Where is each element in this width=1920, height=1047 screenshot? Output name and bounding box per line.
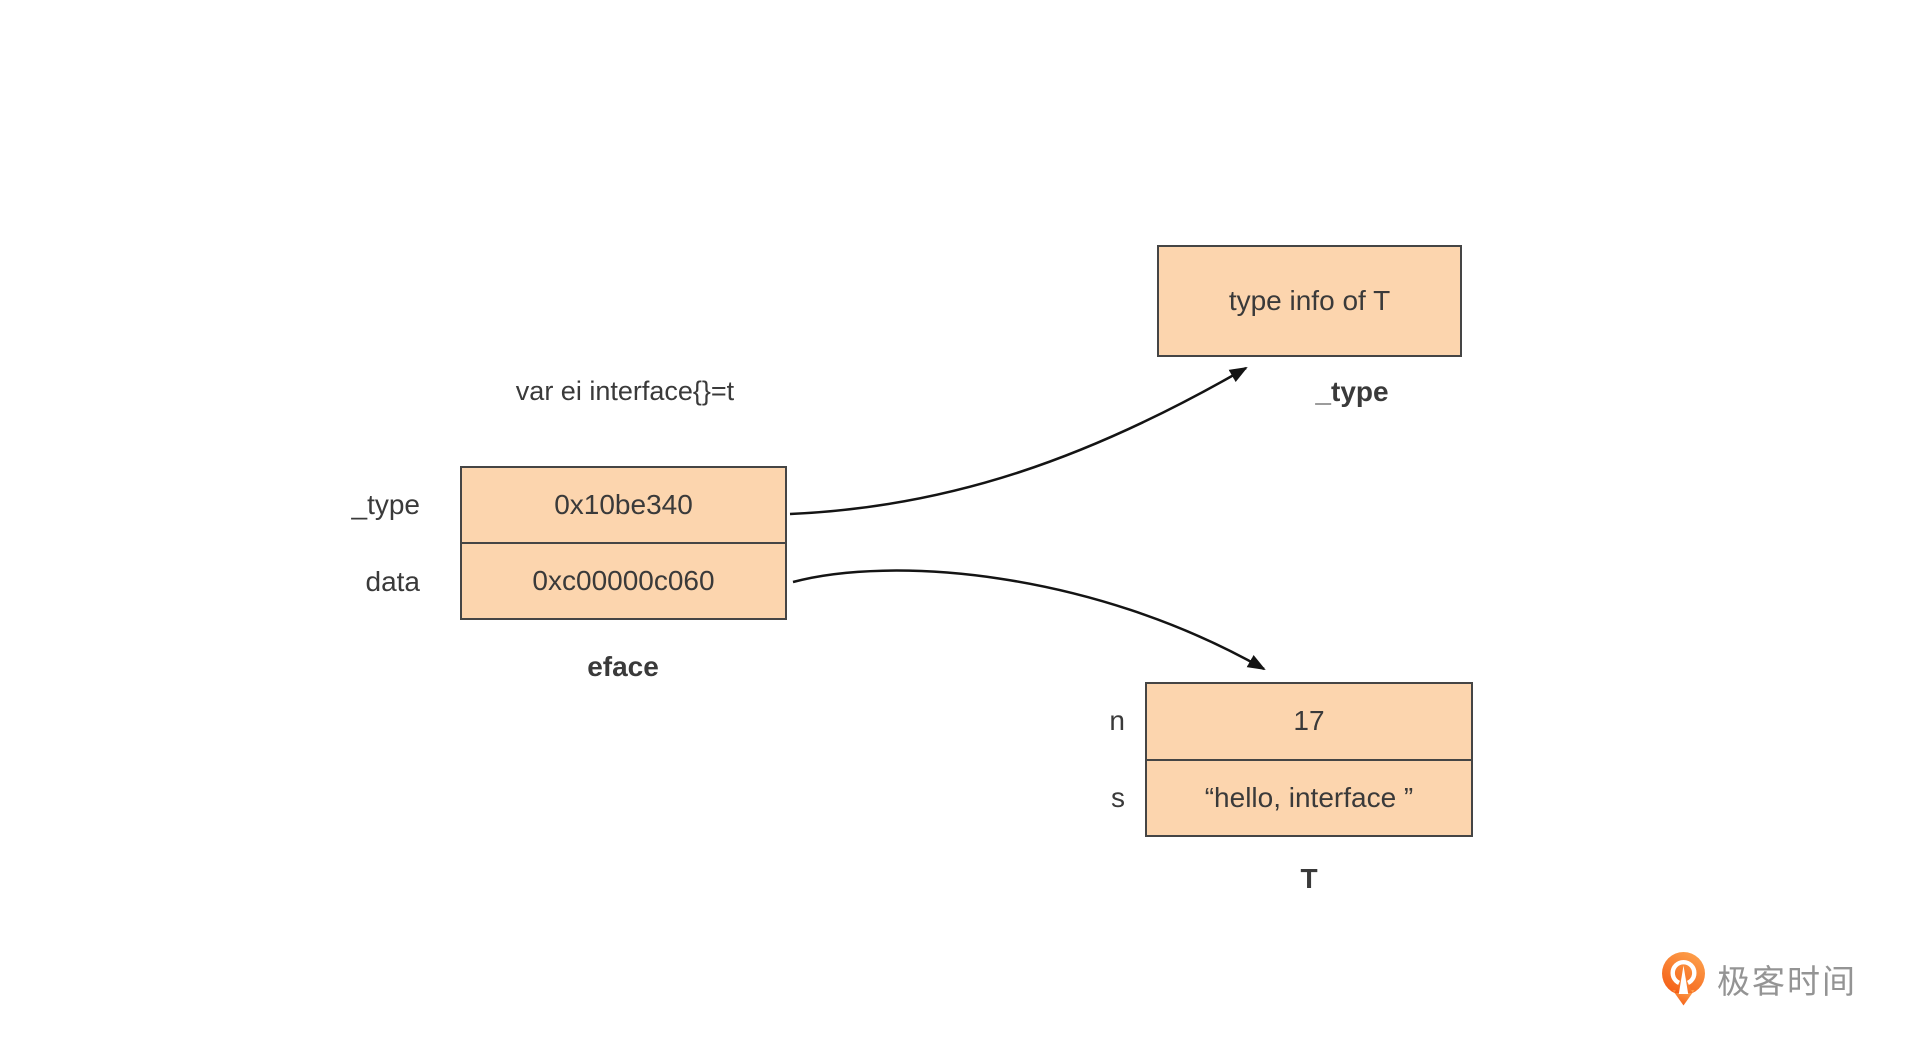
type-info-caption: _type <box>1315 376 1389 407</box>
t-struct-field-label-n: n <box>1109 704 1125 736</box>
t-struct-box: 17 “hello, interface ” <box>1145 682 1473 837</box>
eface-caption: eface <box>587 651 659 682</box>
t-struct-s-value: “hello, interface ” <box>1147 758 1471 836</box>
eface-data-value: 0xc00000c060 <box>462 542 785 618</box>
geektime-logo-text: 极客时间 <box>1717 963 1857 1000</box>
t-struct-field-label-s: s <box>1111 782 1125 814</box>
type-info-box: type info of T <box>1157 245 1462 357</box>
eface-field-labels: _type data <box>280 466 421 620</box>
code-declaration: var ei interface{}=t <box>515 376 735 406</box>
eface-struct-box: 0x10be340 0xc00000c060 <box>460 466 787 620</box>
geektime-logo: 极客时间 <box>1662 952 1857 1006</box>
arrow-data-pointer <box>792 569 1266 671</box>
eface-field-label-type: _type <box>351 488 421 520</box>
t-struct-field-labels: n s <box>1025 682 1125 837</box>
eface-field-label-data: data <box>365 565 421 597</box>
t-struct-caption: T <box>1300 863 1318 894</box>
eface-type-value: 0x10be340 <box>554 489 693 520</box>
arrow-type-pointer <box>789 366 1248 516</box>
type-info-text: type info of T <box>1228 285 1391 316</box>
t-struct-n-value: 17 <box>1293 705 1325 737</box>
geektime-pin-icon <box>1662 952 1705 1006</box>
